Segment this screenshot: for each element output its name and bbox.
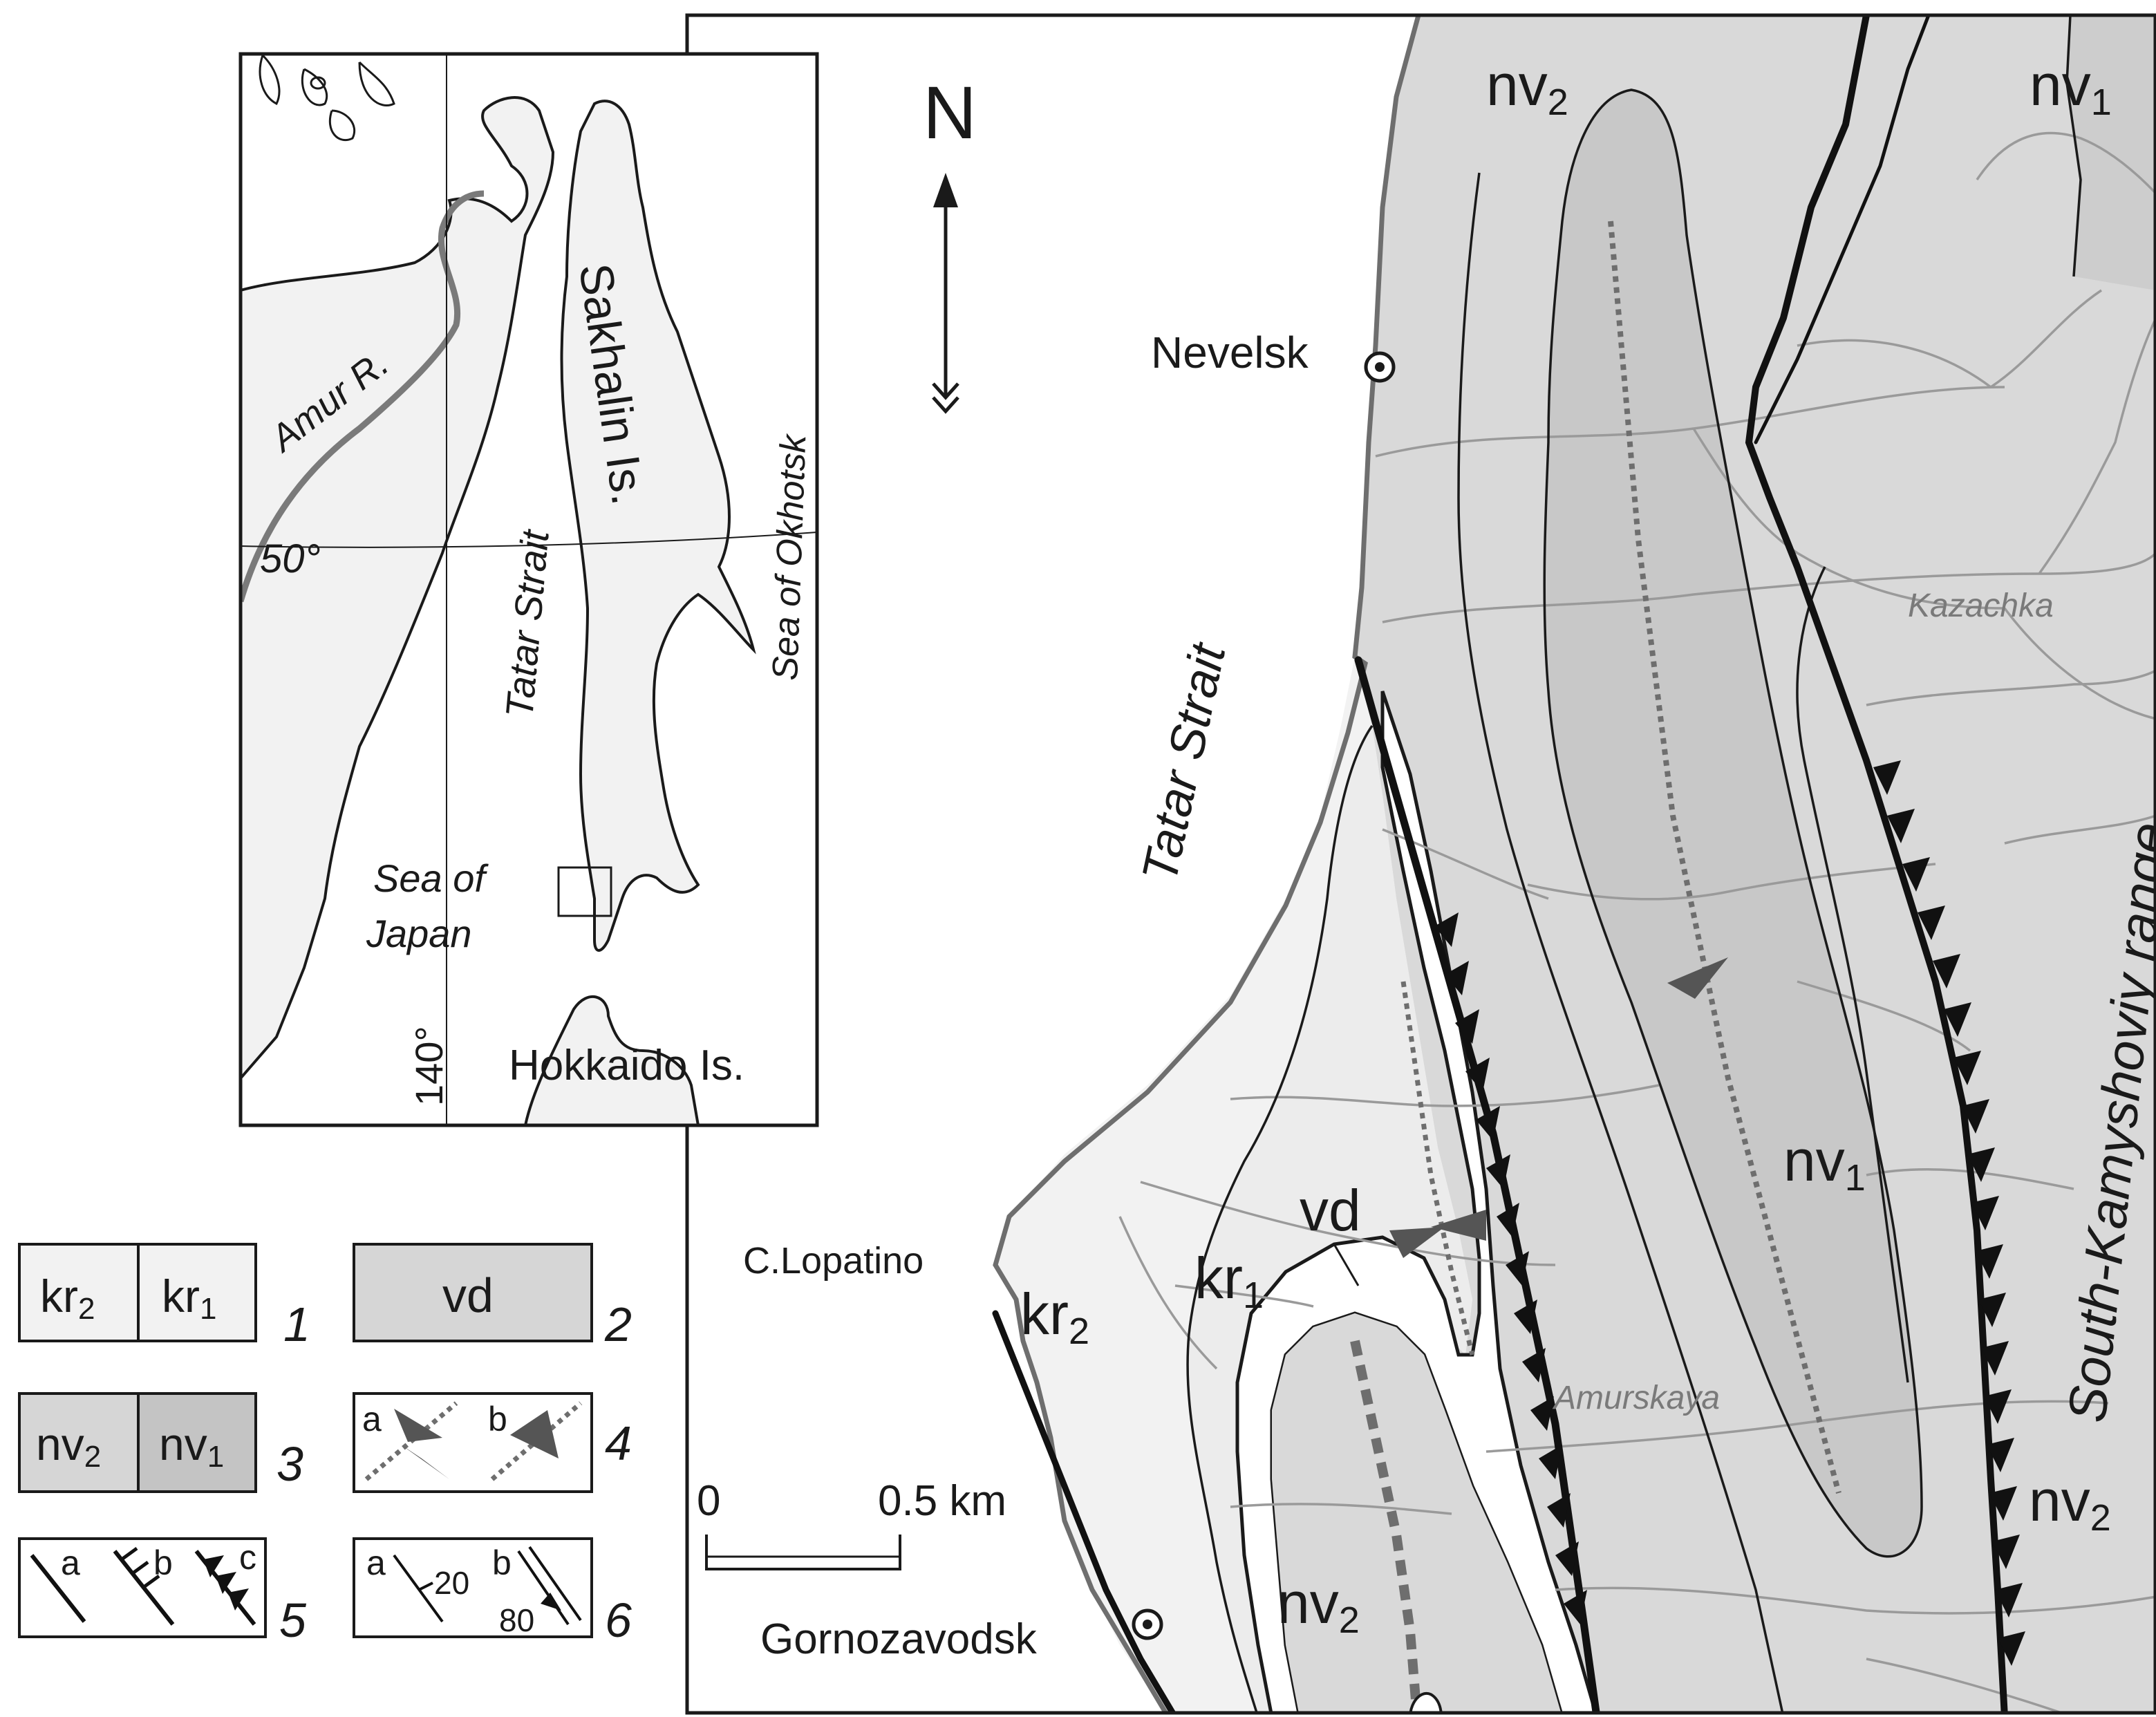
legend-number-4: 4 (605, 1416, 632, 1470)
svg-text:a: a (61, 1544, 80, 1582)
town-gornozavodsk-marker[interactable] (1132, 1608, 1163, 1640)
river-label-kazachka: Kazachka (1908, 588, 2054, 624)
legend-item-3: nv2 nv1 3 (18, 1392, 303, 1493)
svg-text:b: b (492, 1544, 512, 1582)
inset-study-area-box[interactable] (557, 866, 612, 917)
syncline-symbol (1389, 1210, 1486, 1258)
anticline-diamond (1667, 957, 1728, 999)
unit-label-vd: vd (1300, 1178, 1361, 1243)
svg-text:kr2: kr2 (40, 1270, 95, 1326)
inset-map (241, 54, 817, 1125)
town-label-nevelsk: Nevelsk (1151, 328, 1309, 377)
svg-text:c: c (239, 1538, 256, 1577)
inset-label-hokkaido: Hokkaido Is. (509, 1042, 744, 1089)
legend-number-5: 5 (279, 1593, 307, 1647)
legend-number-2: 2 (604, 1297, 632, 1351)
river-network (1118, 131, 2155, 1713)
unit-label-kr1: kr1 (1194, 1246, 1264, 1316)
inset-sakhalin (560, 100, 756, 952)
unit-label-nv1-top: nv1 (2030, 53, 2112, 123)
inset-label-okhotsk: Sea of Okhotsk (765, 432, 814, 681)
geologic-contacts (1186, 15, 2082, 1713)
sea-label-tatar-strait: Tatar Strait (1132, 637, 1237, 887)
legend-item-2: vd 2 (353, 1243, 632, 1351)
svg-text:b: b (488, 1400, 507, 1438)
legend-number-1: 1 (283, 1297, 310, 1351)
legend-item-1: kr2 kr1 1 (18, 1243, 310, 1351)
north-label: N (923, 71, 977, 154)
unit-label-kr2: kr2 (1020, 1282, 1089, 1352)
legend-item-5: a b c 5 (18, 1537, 307, 1647)
main-map (992, 15, 2155, 1713)
inset-label-lat-50: 50° (260, 536, 321, 581)
fold-axes (1350, 221, 1841, 1713)
unit-label-nv2-top: nv2 (1486, 53, 1568, 123)
main-map-labels: N Nevelsk C.Lopatino Gornozavodsk Kazach… (743, 53, 2156, 1663)
zone-kr1 (1188, 726, 1472, 1713)
zone-nv2-south (1272, 1313, 1562, 1713)
svg-text:a: a (362, 1400, 382, 1438)
thrust-teeth-west (1434, 912, 1587, 1624)
legend: kr2 kr1 1 vd 2 nv2 nv1 3 a b 4 (18, 1243, 632, 1647)
legend-number-3: 3 (276, 1437, 303, 1491)
svg-text:vd: vd (442, 1268, 494, 1322)
inset-islands (259, 54, 395, 142)
town-label-lopatino: C.Lopatino (743, 1240, 924, 1282)
vd-leader-line (1333, 1244, 1360, 1286)
inset-label-japan-line1: Sea of (373, 856, 489, 900)
inset-mainland (241, 54, 555, 1081)
town-label-gornozavodsk: Gornozavodsk (760, 1615, 1038, 1663)
legend-number-6: 6 (605, 1593, 632, 1647)
inset-hokkaido (523, 995, 700, 1125)
inset-label-lon-140: 140° (407, 1026, 451, 1106)
legend-item-4: a b 4 (353, 1392, 632, 1493)
unit-label-nv1-mid: nv1 (1783, 1128, 1866, 1199)
inset-parallel-50 (241, 532, 817, 548)
inset-amur-river[interactable] (241, 190, 485, 603)
inset-label-japan-line2: Japan (366, 912, 472, 955)
unit-label-nv2-bottom: nv2 (1277, 1570, 1360, 1641)
legend-item-6: a b 20 80 6 (353, 1537, 632, 1647)
svg-text:kr1: kr1 (162, 1270, 216, 1326)
svg-text:20: 20 (434, 1565, 469, 1601)
svg-text:80: 80 (499, 1602, 534, 1638)
inset-frame (238, 52, 819, 1127)
unit-label-nv2-right: nv2 (2029, 1468, 2111, 1539)
scale-end-label: 0.5 km (878, 1477, 1006, 1525)
zone-nv1-core (1544, 90, 1922, 1557)
north-arrow (932, 173, 959, 414)
scale-bar: 0 0.5 km (697, 1477, 1006, 1570)
town-nevelsk-marker[interactable] (1364, 351, 1396, 383)
thrust-teeth-east (1873, 760, 2025, 1666)
zone-nv1-east (2067, 15, 2155, 290)
svg-text:nv2: nv2 (36, 1418, 101, 1474)
scale-zero-label: 0 (697, 1477, 720, 1525)
river-label-amurskaya: Amurskaya (1552, 1380, 1720, 1416)
svg-text:nv1: nv1 (159, 1418, 224, 1474)
svg-text:a: a (366, 1544, 386, 1582)
